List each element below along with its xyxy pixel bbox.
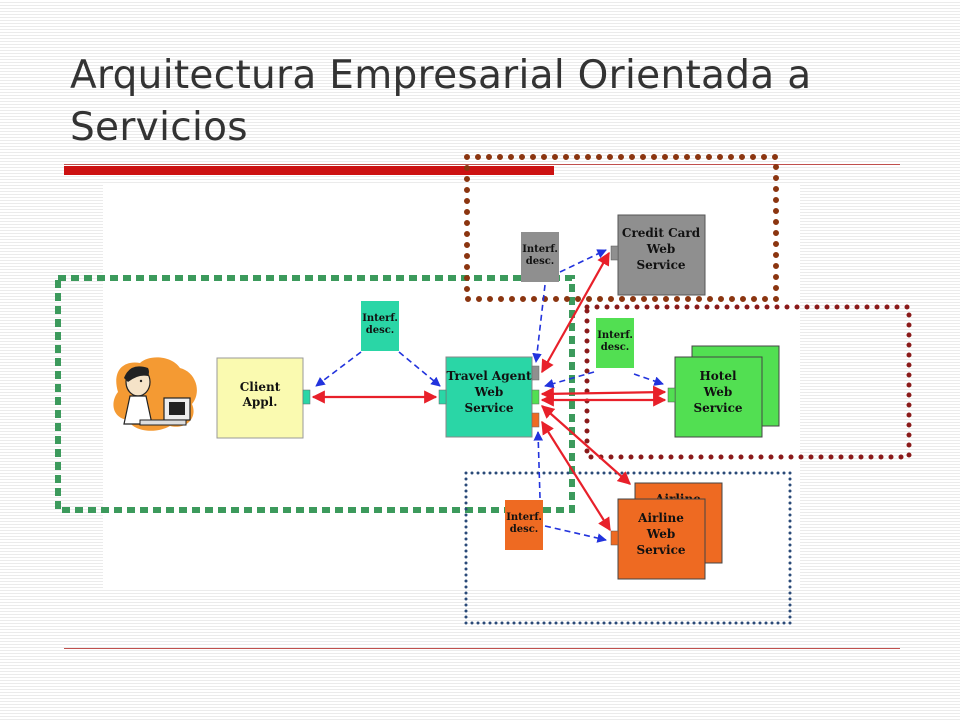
- hotel-boundary: [584, 304, 912, 460]
- credit-card-port: [610, 245, 619, 261]
- dashed-arrow-airline-interf-to-travel: [533, 431, 544, 499]
- dashed-arrow-hotel-interf-to-travel: [544, 371, 595, 389]
- airline-label-line2: Web: [646, 527, 676, 541]
- credit-card-label-line2: Web: [646, 242, 676, 256]
- message-arrow-travel-credit: [541, 251, 610, 374]
- hotel-label-line1: Hotel: [699, 369, 737, 383]
- dashed-arrow-interf-to-travel: [398, 351, 441, 387]
- hotel-label-line2: Web: [703, 385, 733, 399]
- credit-card-label-line1: Credit Card: [622, 226, 701, 240]
- dashed-arrow-airline-interf-to-airline: [544, 525, 607, 543]
- dashed-arrow-hotel-interf-to-hotel: [633, 373, 664, 386]
- travel-agent-port-hotel: [531, 389, 540, 405]
- credit-card-boundary: [464, 154, 779, 302]
- title-accent-bar: [64, 166, 554, 175]
- travel-agent-label-line1: Travel Agent: [446, 369, 532, 383]
- travel-agent-port-in: [438, 389, 447, 405]
- airline-label-line1: Airline: [637, 511, 684, 525]
- interface-desc-airline: Interf. desc.: [505, 500, 543, 550]
- title-divider-line: [64, 164, 900, 165]
- hotel-label-line3: Service: [693, 401, 742, 415]
- interface-desc-hotel-line1: Interf.: [597, 330, 633, 341]
- footer-divider-line: [64, 648, 900, 649]
- person-at-computer-icon: [113, 357, 197, 431]
- hotel-service-box: Hotel Web Service: [667, 345, 780, 438]
- airline-label-line3: Service: [636, 543, 685, 557]
- travel-agent-port-credit: [531, 365, 540, 381]
- credit-card-service-box: Credit Card Web Service: [610, 214, 706, 296]
- interface-desc-airline-line2: desc.: [510, 524, 539, 535]
- client-label-line1: Client: [240, 380, 281, 394]
- client-port: [302, 389, 311, 405]
- interface-desc-credit-line2: desc.: [526, 256, 555, 267]
- page-title: Arquitectura Empresarial Orientada a Ser…: [70, 53, 812, 150]
- dashed-arrow-credit-interf-to-travel: [532, 284, 546, 363]
- client-application-box: Client Appl.: [216, 357, 311, 439]
- interface-desc-airline-line1: Interf.: [506, 512, 542, 523]
- interface-desc-travel-line1: Interf.: [362, 313, 398, 324]
- airline-service-box: Airline Airline Web Service: [610, 482, 723, 580]
- hotel-port: [667, 387, 676, 403]
- message-arrow-travel-airline-2: [541, 420, 611, 532]
- travel-agent-service-box: Travel Agent Web Service: [438, 356, 540, 438]
- travel-agent-port-airline: [531, 412, 540, 428]
- interface-desc-credit-line1: Interf.: [522, 244, 558, 255]
- interface-desc-travel: Interf. desc.: [361, 301, 399, 351]
- interface-desc-credit: Interf. desc.: [521, 232, 559, 282]
- interface-desc-hotel-line2: desc.: [601, 342, 630, 353]
- travel-agent-label-line3: Service: [464, 401, 513, 415]
- client-label-line2: Appl.: [242, 395, 278, 409]
- travel-agent-label-line2: Web: [474, 385, 504, 399]
- message-arrow-travel-hotel-1: [540, 385, 667, 401]
- airline-port: [610, 530, 619, 546]
- dashed-arrow-interf-to-client: [315, 351, 362, 387]
- credit-card-label-line3: Service: [636, 258, 685, 272]
- interface-desc-travel-line2: desc.: [366, 325, 395, 336]
- interface-desc-hotel: Interf. desc.: [596, 318, 634, 368]
